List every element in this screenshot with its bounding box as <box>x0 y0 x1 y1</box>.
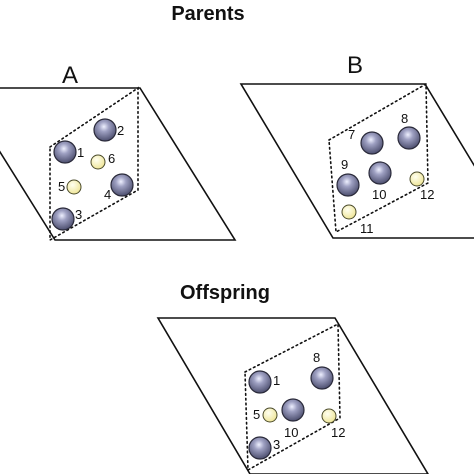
site-label-11: 11 <box>360 221 374 236</box>
large-atom-7 <box>360 131 384 155</box>
large-atom-10 <box>281 398 305 422</box>
large-atom-3 <box>51 207 75 231</box>
large-atom-3 <box>248 436 272 460</box>
site-label-5: 5 <box>58 179 65 194</box>
site-label-12: 12 <box>331 425 345 440</box>
parents-heading: Parents <box>171 3 244 25</box>
site-label-6: 6 <box>108 151 115 166</box>
unit-cell-b <box>328 82 429 234</box>
small-atom-11 <box>341 204 357 220</box>
site-label-2: 2 <box>117 123 124 138</box>
site-label-7: 7 <box>348 127 355 142</box>
large-atom-2 <box>93 118 117 142</box>
site-label-1: 1 <box>273 373 280 388</box>
parent-panel-a: A 1 2 3 4 5 6 <box>0 62 237 242</box>
panel-label-a: A <box>62 62 78 89</box>
site-label-10: 10 <box>284 425 298 440</box>
plane-b <box>239 83 474 239</box>
parent-panel-b: B 7 8 9 10 11 12 <box>239 52 474 239</box>
large-atom-8 <box>310 366 334 390</box>
site-label-9: 9 <box>341 157 348 172</box>
site-label-12: 12 <box>420 187 434 202</box>
site-label-8: 8 <box>313 350 320 365</box>
unit-cell-offspring <box>244 322 341 472</box>
large-atom-10 <box>368 161 392 185</box>
plane-offspring <box>156 317 429 474</box>
site-label-8: 8 <box>401 111 408 126</box>
large-atom-8 <box>397 126 421 150</box>
small-atom-12 <box>321 408 337 424</box>
site-label-4: 4 <box>104 187 111 202</box>
site-label-1: 1 <box>77 145 84 160</box>
unit-cell-a <box>49 86 139 242</box>
small-atom-6 <box>90 154 106 170</box>
large-atom-9 <box>336 173 360 197</box>
small-atom-5 <box>262 407 278 423</box>
small-atom-5 <box>66 179 82 195</box>
site-label-10: 10 <box>372 187 386 202</box>
large-atom-1 <box>248 370 272 394</box>
large-atom-4 <box>110 173 134 197</box>
site-label-3: 3 <box>273 437 280 452</box>
site-label-5: 5 <box>253 407 260 422</box>
offspring-panel: 1 3 5 8 10 12 <box>156 317 429 474</box>
panel-label-b: B <box>347 52 363 79</box>
plane-a <box>0 87 237 241</box>
large-atom-1 <box>53 140 77 164</box>
offspring-heading: Offspring <box>180 282 270 304</box>
small-atom-12 <box>409 171 425 187</box>
site-label-3: 3 <box>75 207 82 222</box>
